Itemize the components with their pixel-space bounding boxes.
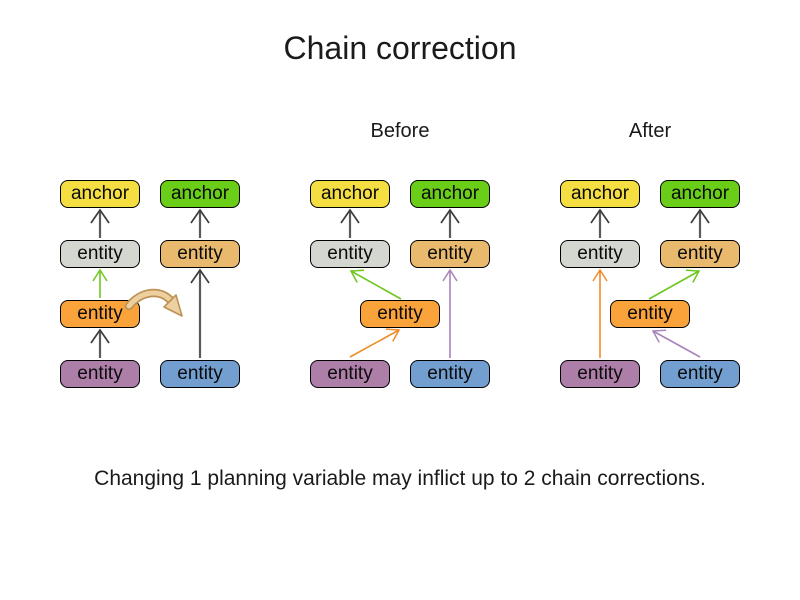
initial-entity-tan: entity bbox=[160, 240, 240, 268]
after-entity-gray: entity bbox=[560, 240, 640, 268]
before-entity-orange: entity bbox=[360, 300, 440, 328]
before-chain-arrows bbox=[340, 208, 460, 358]
initial-entity-blue: entity bbox=[160, 360, 240, 388]
after-entity-tan: entity bbox=[660, 240, 740, 268]
initial-anchor-green: anchor bbox=[160, 180, 240, 208]
after-entity-orange: entity bbox=[610, 300, 690, 328]
before-entity-purple: entity bbox=[310, 360, 390, 388]
initial-entity-gray: entity bbox=[60, 240, 140, 268]
initial-entity-purple: entity bbox=[60, 360, 140, 388]
initial-chain-arrows bbox=[90, 208, 210, 358]
after-entity-purple: entity bbox=[560, 360, 640, 388]
page-title: Chain correction bbox=[283, 30, 517, 66]
before-anchor-yellow: anchor bbox=[310, 180, 390, 208]
after-chain-arrows bbox=[590, 208, 710, 358]
after-label: After bbox=[628, 120, 672, 142]
after-anchor-green: anchor bbox=[660, 180, 740, 208]
before-entity-tan: entity bbox=[410, 240, 490, 268]
initial-entity-orange: entity bbox=[60, 300, 140, 328]
initial-anchor-yellow: anchor bbox=[60, 180, 140, 208]
caption-text: Changing 1 planning variable may inflict… bbox=[94, 467, 706, 490]
after-anchor-yellow: anchor bbox=[560, 180, 640, 208]
before-entity-gray: entity bbox=[310, 240, 390, 268]
before-label: Before bbox=[370, 120, 430, 142]
before-entity-blue: entity bbox=[410, 360, 490, 388]
before-anchor-green: anchor bbox=[410, 180, 490, 208]
after-entity-blue: entity bbox=[660, 360, 740, 388]
